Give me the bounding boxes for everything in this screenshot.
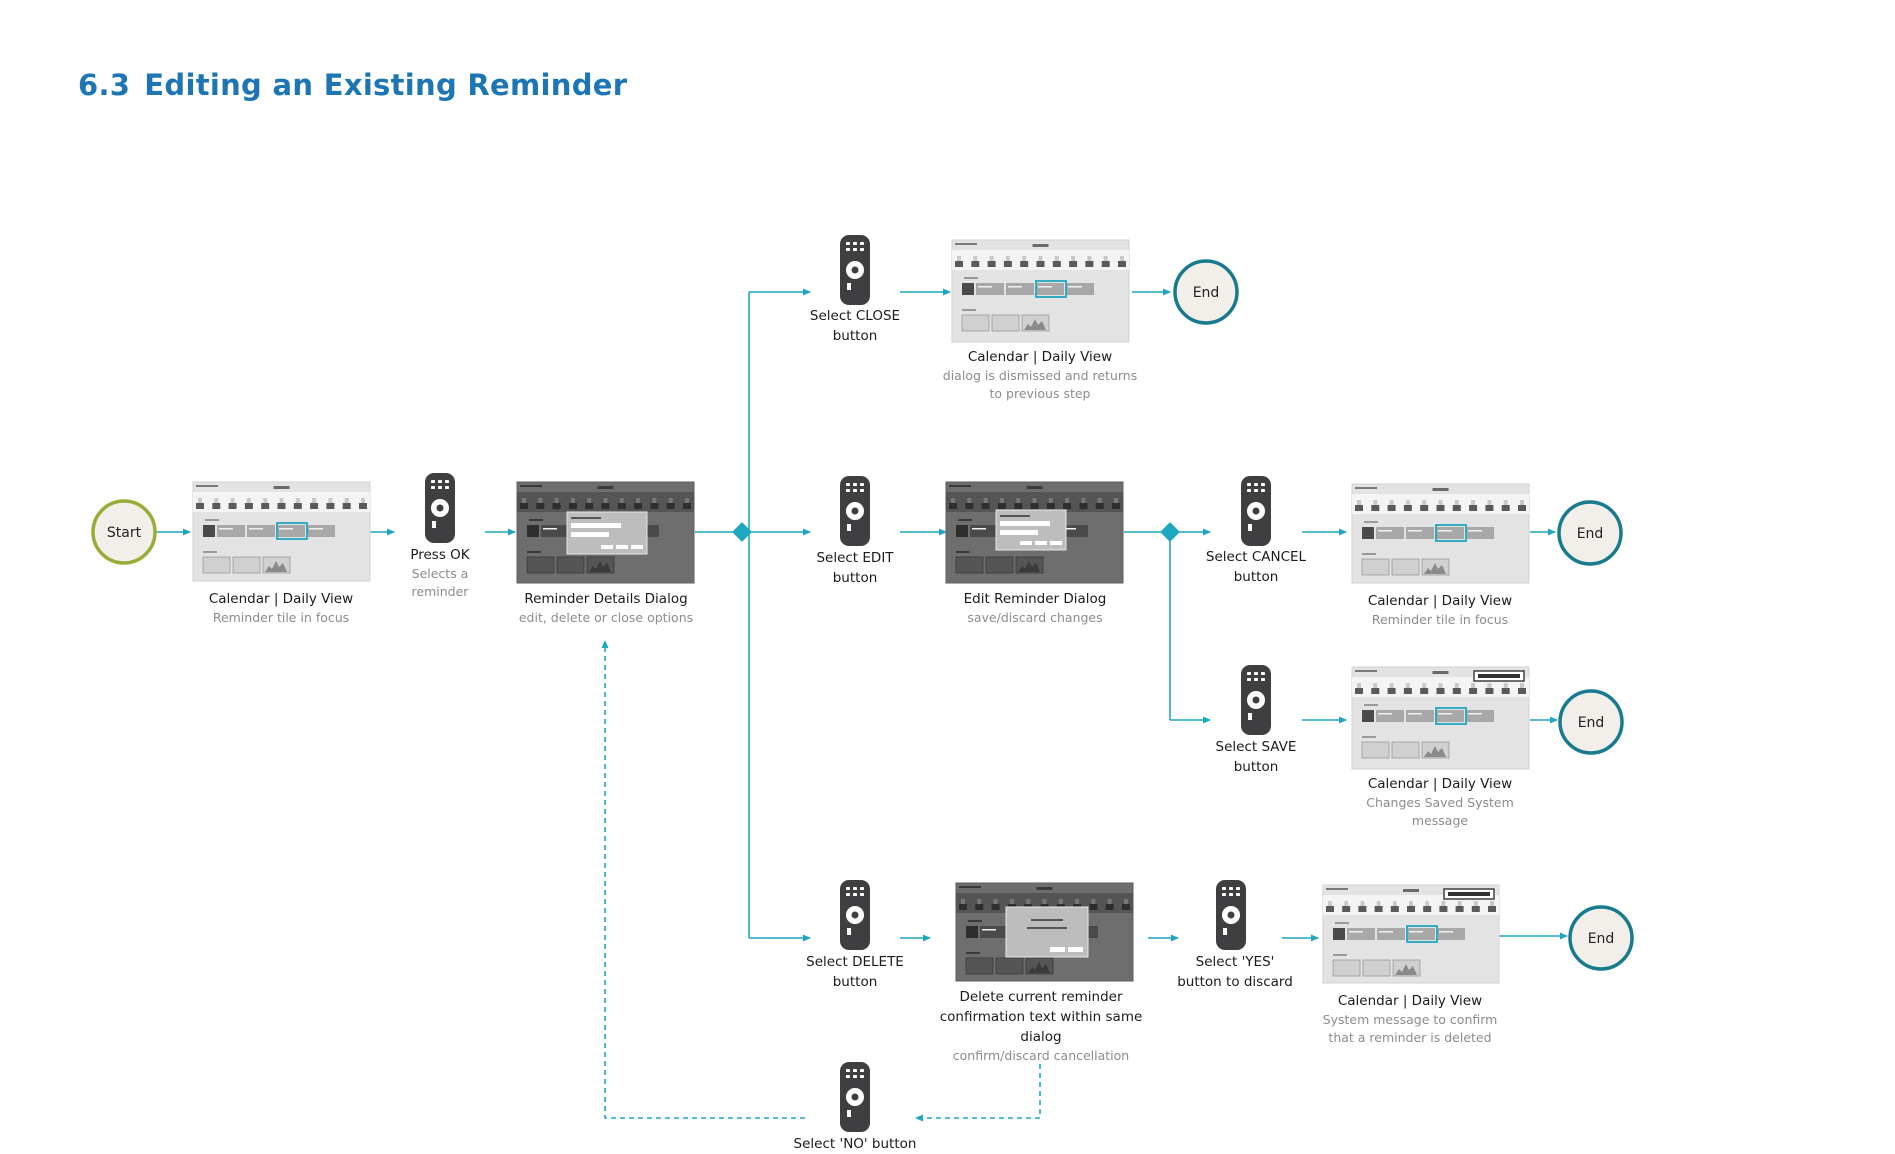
section-number: 6.3 [78,68,131,102]
caption-delete-dialog: Delete current reminder confirmation text… [940,987,1143,1065]
caption-calendar-delete-subtitle: System message to confirm [1322,1012,1498,1027]
caption-calendar-delete-subtitle: that a reminder is deleted [1328,1030,1492,1045]
caption-select-save-title: Select SAVE [1215,739,1297,755]
caption-select-save: Select SAVE button [1216,737,1297,777]
caption-select-save-title: button [1233,759,1279,775]
caption-calendar-save-subtitle: Changes Saved System [1366,795,1514,810]
caption-select-yes-title: Select 'YES' [1195,954,1275,970]
caption-select-close-title: button [832,328,878,344]
end-node-delete-label: End [1588,931,1615,947]
dashed-no-to-details [604,642,805,1119]
end-node-save-label: End [1578,715,1605,731]
screen-edit-dialog [945,481,1124,584]
caption-delete-dialog-subtitle: confirm/discard cancellation [952,1048,1130,1063]
caption-select-cancel-title: button [1233,569,1279,585]
caption-select-delete-title: button [832,974,878,990]
end-node-close: End [1173,259,1239,325]
caption-delete-dialog-title: confirmation text within same [939,1009,1143,1025]
caption-select-edit: Select EDIT button [816,548,893,588]
branch-diamond-2 [1160,522,1180,542]
caption-press-ok-subtitle: Selects a [411,566,469,581]
screen-calendar-delete [1322,884,1500,984]
caption-calendar-save-title: Calendar | Daily View [1367,776,1513,792]
page-title: 6.3 Editing an Existing Reminder [78,68,641,102]
caption-select-edit-title: Select EDIT [816,550,894,566]
caption-calendar-close: Calendar | Daily View dialog is dismissed… [943,347,1137,403]
caption-calendar-save-subtitle: message [1411,813,1469,828]
remote-select-cancel [1241,476,1271,546]
caption-calendar-close-subtitle: dialog is dismissed and returns [942,368,1138,383]
start-node-label: Start [107,525,142,541]
caption-select-delete: Select DELETE button [806,952,904,992]
caption-reminder-details-title: Reminder Details Dialog [524,591,688,607]
start-node: Start [91,499,157,565]
caption-calendar-close-subtitle: to previous step [989,386,1091,401]
caption-select-close: Select CLOSE button [810,306,900,346]
arrowhead-details [601,640,609,648]
caption-press-ok-title: Press OK [410,547,470,563]
end-node-save: End [1558,689,1624,755]
remote-select-save [1241,665,1271,735]
arrowhead-no [915,1114,923,1122]
caption-select-yes: Select 'YES' button to discard [1177,952,1293,992]
remote-select-delete [840,880,870,950]
caption-select-cancel: Select CANCEL button [1206,547,1306,587]
caption-calendar-start-title: Calendar | Daily View [208,591,354,607]
caption-select-no: Select 'NO' button [794,1134,917,1154]
caption-calendar-start-subtitle: Reminder tile in focus [212,610,350,625]
connectors [155,288,1568,1122]
screen-calendar-close [951,239,1130,343]
remote-select-no [840,1062,870,1132]
caption-select-edit-title: button [832,570,878,586]
screen-calendar-start [192,481,371,582]
end-node-cancel: End [1557,500,1623,566]
branch-diamond-1 [732,522,752,542]
end-node-delete: End [1568,905,1634,971]
caption-reminder-details-subtitle: edit, delete or close options [518,610,694,625]
screen-calendar-cancel [1351,483,1530,584]
remote-select-edit [840,476,870,546]
caption-delete-dialog-title: Delete current reminder [959,989,1123,1005]
caption-edit-dialog: Edit Reminder Dialog save/discard changes [964,589,1107,627]
caption-select-cancel-title: Select CANCEL [1205,549,1307,565]
caption-select-delete-title: Select DELETE [806,954,904,970]
caption-calendar-cancel-subtitle: Reminder tile in focus [1371,612,1509,627]
dashed-delete-to-no [915,1064,1041,1119]
caption-reminder-details: Reminder Details Dialog edit, delete or c… [519,589,693,627]
caption-press-ok-subtitle: reminder [411,584,469,599]
caption-select-yes-title: button to discard [1177,974,1293,990]
caption-calendar-close-title: Calendar | Daily View [967,349,1113,365]
remote-select-yes [1216,880,1246,950]
remote-icons [425,235,1271,1132]
remote-press-ok [425,473,455,543]
section-title: Editing an Existing Reminder [144,68,628,102]
screen-reminder-details [516,481,695,584]
caption-calendar-cancel-title: Calendar | Daily View [1367,593,1513,609]
caption-delete-dialog-title: dialog [1020,1029,1062,1045]
caption-press-ok: Press OK Selects a reminder [410,545,469,601]
end-node-cancel-label: End [1577,526,1604,542]
caption-select-no-title: Select 'NO' button [793,1136,917,1152]
remote-select-close [840,235,870,305]
caption-edit-dialog-title: Edit Reminder Dialog [963,591,1107,607]
screen-calendar-save [1351,666,1530,770]
screen-delete-dialog [955,882,1134,982]
caption-edit-dialog-subtitle: save/discard changes [967,610,1103,625]
caption-calendar-delete-title: Calendar | Daily View [1337,993,1483,1009]
caption-select-close-title: Select CLOSE [809,308,901,324]
end-node-close-label: End [1193,285,1220,301]
screen-thumbnails [192,239,1530,984]
